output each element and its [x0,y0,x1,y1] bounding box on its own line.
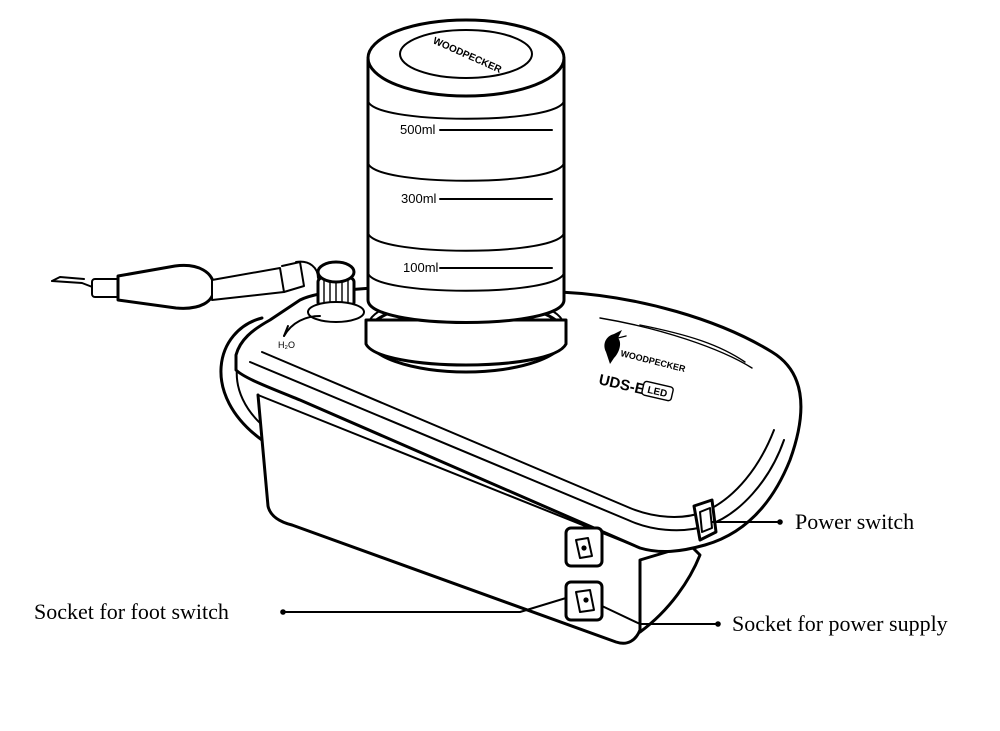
scale-mark-100: 100ml [403,260,439,275]
handpiece [51,260,319,310]
front-panel [256,393,664,645]
foot-switch-socket-label: Socket for foot switch [34,599,229,624]
water-knob-label: H₂O [278,340,295,350]
power-supply-socket-label: Socket for power supply [732,611,948,636]
scale-mark-300: 300ml [401,191,437,206]
water-bottle [366,18,566,324]
callout-leaders [280,519,783,627]
model-badge: LED [646,385,668,400]
woodpecker-logo [604,330,627,364]
foot-switch-socket-icon [564,526,604,568]
power-switch [692,498,718,542]
water-adjust-knob [307,260,365,323]
power-switch-label: Power switch [795,509,915,534]
water-tube [219,316,264,442]
scale-mark-500: 500ml [400,122,436,137]
power-supply-socket-icon [564,580,604,622]
